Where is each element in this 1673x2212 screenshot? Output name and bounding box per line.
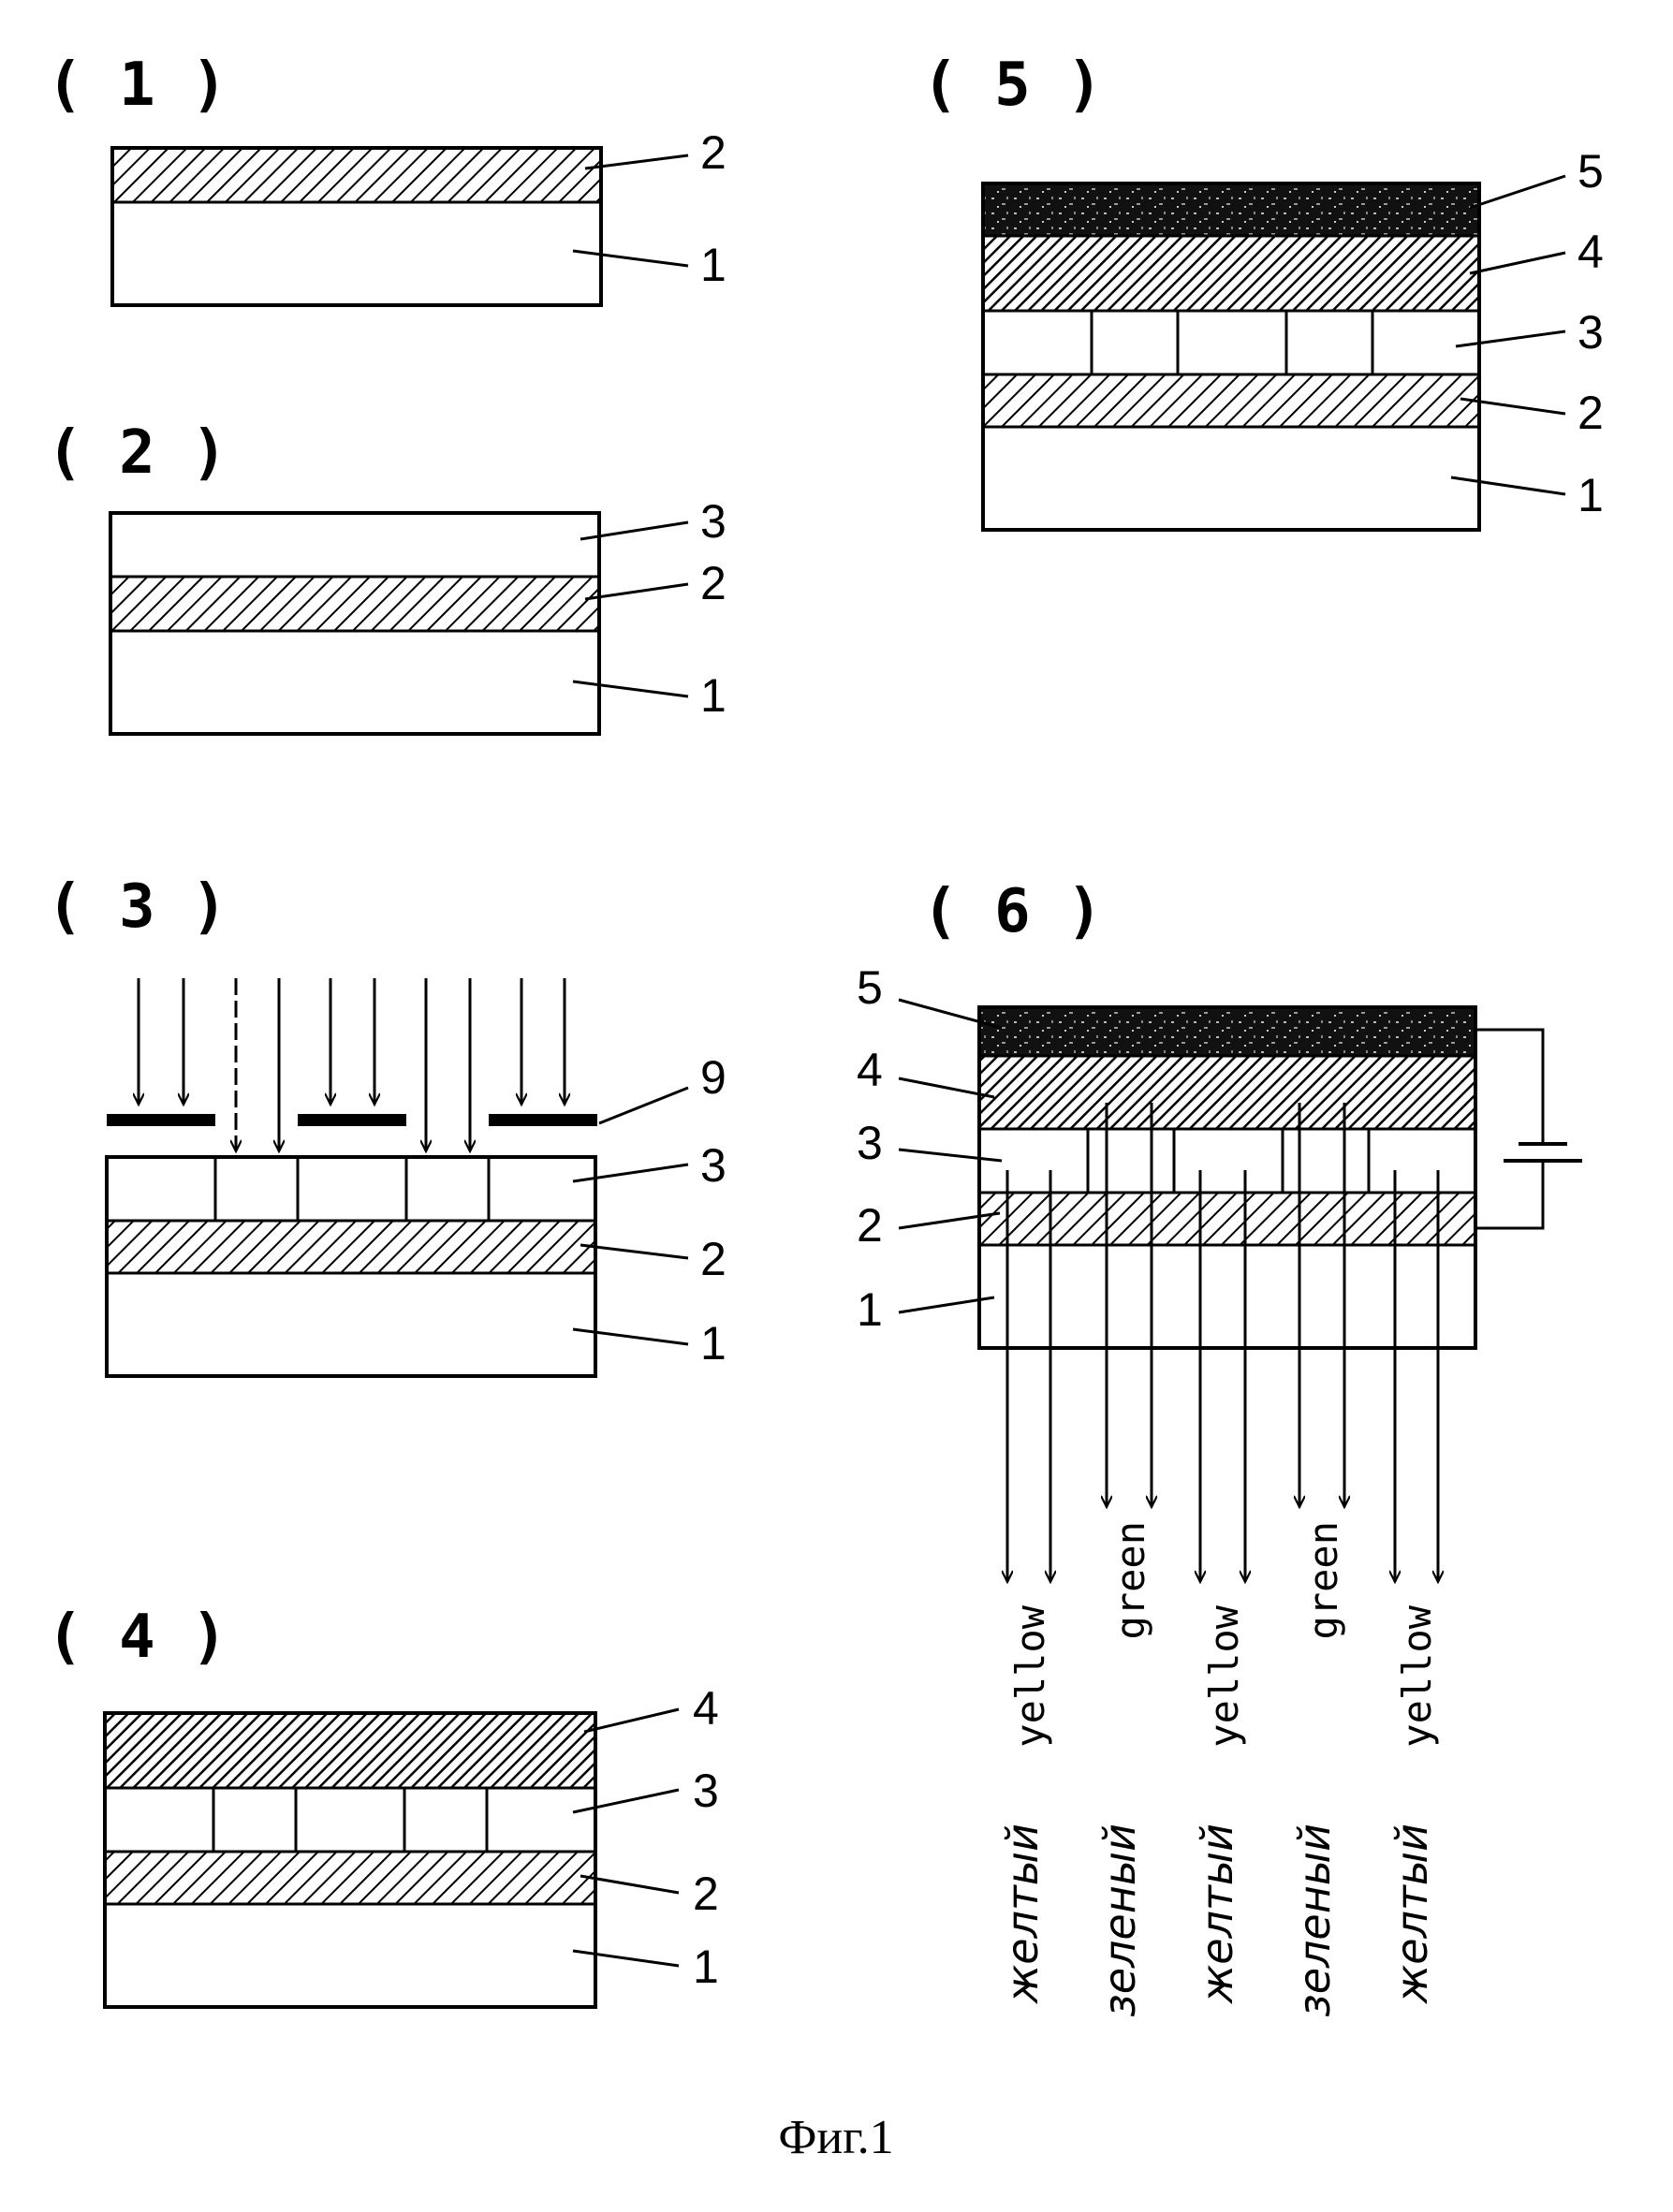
emission-label-ru: желтый: [1192, 1824, 1242, 2004]
reference-numeral: 3: [700, 495, 726, 548]
reference-numeral: 2: [700, 557, 726, 609]
panel-3: ( 3 ) 9 3 2: [47, 872, 726, 1376]
leader-line: [599, 1088, 688, 1123]
panel-4: ( 4 ) 4 3 2 1: [47, 1603, 719, 2007]
reference-numeral: 5: [857, 961, 883, 1014]
emission-label-ru: зеленый: [1289, 1824, 1340, 2017]
layer-3: [983, 311, 1479, 374]
reference-numeral: 1: [857, 1283, 883, 1336]
reference-numeral: 1: [700, 239, 726, 291]
photomask-segment: [489, 1114, 597, 1126]
emission-label-en: green: [1108, 1521, 1153, 1639]
layer-2: [110, 577, 599, 631]
voltage-source: [1475, 1030, 1582, 1228]
panel-1-label: ( 1 ): [47, 51, 227, 120]
panel-1: ( 1 ) 2 1: [47, 51, 726, 305]
layer-1: [112, 202, 601, 305]
reference-numeral: 1: [700, 1317, 726, 1370]
reference-numeral: 2: [693, 1868, 719, 1920]
panel-2: ( 2 ) 3 2 1: [47, 418, 726, 734]
layer-3: [107, 1157, 595, 1221]
photomask-segment: [298, 1114, 406, 1126]
panel-4-label: ( 4 ): [47, 1603, 227, 1672]
reference-numeral: 3: [1578, 306, 1604, 359]
layer-3: [979, 1129, 1475, 1193]
leader-line: [1470, 176, 1565, 208]
layer-3: [105, 1788, 595, 1852]
panel-5: ( 5 ) 5 4 3 2 1: [922, 51, 1604, 530]
layer-2: [983, 374, 1479, 427]
layer-2: [105, 1852, 595, 1904]
emission-label-ru: желтый: [1387, 1824, 1437, 2004]
layer-4: [983, 236, 1479, 311]
layer-2: [112, 148, 601, 202]
emission-label-en: yellow: [1007, 1604, 1053, 1747]
leader-line: [584, 1709, 679, 1732]
emission-label-ru: зеленый: [1094, 1824, 1145, 2017]
panel-5-label: ( 5 ): [922, 51, 1103, 120]
layer-5: [983, 183, 1479, 236]
layer-4: [979, 1056, 1475, 1129]
reference-numeral: 1: [693, 1941, 719, 1993]
panel-6-label: ( 6 ): [922, 877, 1103, 946]
layer-2: [107, 1221, 595, 1273]
reference-numeral: 2: [1578, 387, 1604, 439]
reference-numeral: 3: [857, 1117, 883, 1169]
figure-caption: Фиг.1: [778, 2111, 893, 2164]
panel-3-label: ( 3 ): [47, 872, 227, 942]
reference-numeral: 4: [857, 1044, 883, 1096]
photomask-segment: [107, 1114, 215, 1126]
layer-3: [110, 513, 599, 577]
reference-numeral: 9: [700, 1051, 726, 1104]
emission-label-en: green: [1300, 1521, 1346, 1639]
layer-1: [110, 631, 599, 734]
layer-2: [979, 1193, 1475, 1245]
reference-numeral: 4: [693, 1682, 719, 1735]
layer-1: [979, 1245, 1475, 1348]
layer-1: [105, 1904, 595, 2007]
panel-6: ( 6 ): [857, 877, 1582, 1582]
emission-label-en: yellow: [1394, 1604, 1440, 1747]
reference-numeral: 2: [700, 126, 726, 179]
reference-numeral: 1: [1578, 469, 1604, 521]
layer-5: [979, 1007, 1475, 1056]
english-labels: yellow green yellow green yellow: [1007, 1521, 1440, 1748]
emission-label-ru: желтый: [997, 1824, 1048, 2004]
reference-numeral: 5: [1578, 145, 1604, 198]
reference-numeral: 3: [700, 1139, 726, 1192]
reference-numeral: 2: [700, 1233, 726, 1285]
emission-label-en: yellow: [1201, 1604, 1247, 1747]
layer-1: [107, 1273, 595, 1376]
layer-4: [105, 1713, 595, 1788]
reference-numeral: 3: [693, 1765, 719, 1817]
reference-numeral: 1: [700, 669, 726, 722]
leader-line: [1470, 253, 1565, 273]
reference-numeral: 2: [857, 1199, 883, 1252]
reference-numeral: 4: [1578, 226, 1604, 278]
layer-1: [983, 427, 1479, 530]
russian-labels: желтый зеленый желтый зеленый желтый: [997, 1824, 1437, 2017]
panel-2-label: ( 2 ): [47, 418, 227, 488]
